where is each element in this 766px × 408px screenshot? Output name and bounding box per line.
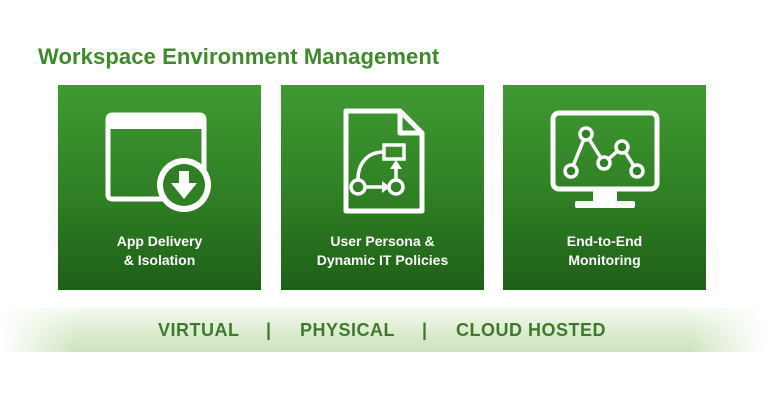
document-flowchart-icon (338, 107, 428, 224)
card-label-line: Monitoring (568, 252, 641, 268)
card-app-delivery: App Delivery & Isolation (58, 85, 261, 290)
band-item-cloud-hosted: CLOUD HOSTED (456, 320, 606, 340)
app-window-download-icon (104, 109, 216, 224)
monitor-graph-icon (549, 109, 661, 224)
card-label-line: User Persona & (330, 233, 435, 249)
card-label: End-to-End Monitoring (503, 232, 706, 270)
card-user-persona: User Persona & Dynamic IT Policies (281, 85, 484, 290)
card-monitoring: End-to-End Monitoring (503, 85, 706, 290)
card-label-line: Dynamic IT Policies (316, 252, 449, 268)
card-label: App Delivery & Isolation (58, 232, 261, 270)
card-label-line: App Delivery (116, 233, 203, 249)
band-separator: | (422, 320, 428, 340)
deployment-band (0, 308, 766, 352)
card-label: User Persona & Dynamic IT Policies (281, 232, 484, 270)
band-item-physical: PHYSICAL (300, 320, 396, 340)
card-label-line: & Isolation (123, 252, 196, 268)
page-title: Workspace Environment Management (38, 44, 440, 69)
band-item-virtual: VIRTUAL (158, 320, 240, 340)
card-label-line: End-to-End (566, 233, 643, 249)
band-separator: | (266, 320, 272, 340)
